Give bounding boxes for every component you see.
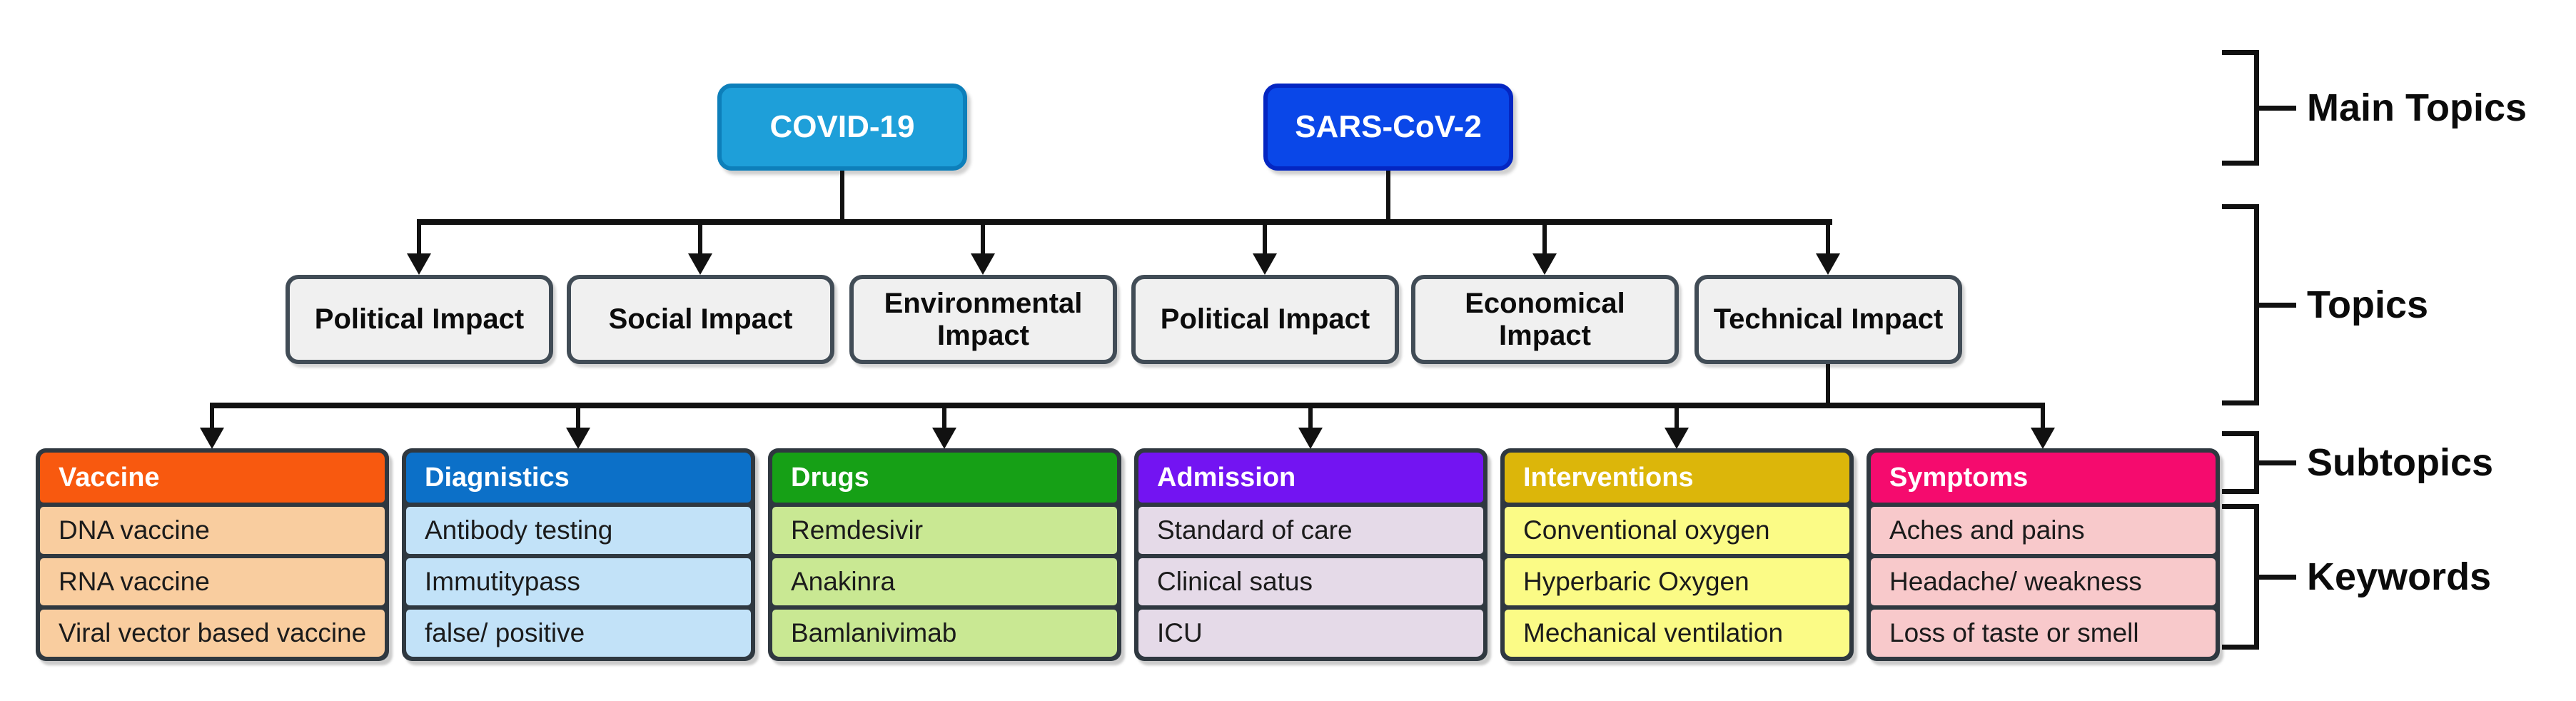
- keyword-cell: false/ positive: [406, 610, 751, 657]
- connector-topic-stem: [1542, 219, 1547, 256]
- connector-subtopic-stem: [1675, 403, 1679, 431]
- bracket-segment: [2259, 106, 2296, 111]
- arrow-down-icon: [1816, 253, 1840, 275]
- connector-subtopics-rail: [210, 403, 2045, 408]
- connector-topic-stem: [698, 219, 702, 256]
- bracket-segment: [2259, 575, 2296, 580]
- bracket-segment: [2254, 204, 2259, 405]
- bracket-segment: [2222, 50, 2256, 55]
- topic-label: Political Impact: [1160, 303, 1370, 336]
- subtopic-table-symptoms: Symptoms Aches and pains Headache/ weakn…: [1867, 448, 2220, 661]
- bracket-segment: [2254, 431, 2259, 494]
- subtopic-table-diagnistics: Diagnistics Antibody testing Immutitypas…: [402, 448, 755, 661]
- main-topic-sarscov2: SARS-CoV-2: [1263, 84, 1513, 171]
- topic-environmental-impact: Environmental Impact: [849, 275, 1117, 364]
- main-topic-covid19: COVID-19: [717, 84, 967, 171]
- bracket-segment: [2254, 50, 2259, 166]
- keyword-cell: Immutitypass: [406, 558, 751, 605]
- connector-subtopic-stem: [942, 403, 946, 431]
- bracket-segment: [2259, 460, 2296, 465]
- topic-economical-impact: Economical Impact: [1411, 275, 1679, 364]
- keyword-cell: ICU: [1138, 610, 1483, 657]
- subtopic-header: Interventions: [1505, 453, 1849, 503]
- topic-political-impact-sars: Political Impact: [1131, 275, 1399, 364]
- arrow-down-icon: [1665, 428, 1689, 449]
- keyword-cell: Anakinra: [772, 558, 1117, 605]
- bracket-segment: [2254, 504, 2259, 650]
- topic-social-impact: Social Impact: [567, 275, 834, 364]
- arrow-down-icon: [407, 253, 431, 275]
- subtopic-header: Admission: [1138, 453, 1483, 503]
- keyword-cell: Hyperbaric Oxygen: [1505, 558, 1849, 605]
- subtopic-header: Drugs: [772, 453, 1117, 503]
- keyword-cell: Headache/ weakness: [1871, 558, 2216, 605]
- topic-label: Environmental Impact: [884, 287, 1083, 351]
- keyword-cell: Conventional oxygen: [1505, 507, 1849, 554]
- connector-topics-rail: [417, 219, 1832, 225]
- bracket-segment: [2222, 504, 2256, 509]
- connector-topic-stem: [1826, 219, 1830, 256]
- bracket-segment: [2222, 489, 2256, 494]
- keyword-cell: Mechanical ventilation: [1505, 610, 1849, 657]
- arrow-down-icon: [566, 428, 590, 449]
- keyword-cell: Aches and pains: [1871, 507, 2216, 554]
- bracket-segment: [2222, 400, 2256, 405]
- connector-topic-stem: [981, 219, 985, 256]
- subtopic-table-vaccine: Vaccine DNA vaccine RNA vaccine Viral ve…: [36, 448, 389, 661]
- connector-subtopic-stem: [576, 403, 580, 431]
- main-topic-sarscov2-label: SARS-CoV-2: [1295, 109, 1482, 144]
- topic-label: Technical Impact: [1713, 303, 1944, 336]
- connector-covid19-stem: [840, 171, 844, 222]
- keyword-cell: Viral vector based vaccine: [40, 610, 385, 657]
- bracket-segment: [2222, 645, 2256, 650]
- level-label-topics: Topics: [2307, 283, 2429, 326]
- bracket-segment: [2222, 431, 2256, 436]
- subtopic-table-drugs: Drugs Remdesivir Anakinra Bamlanivimab: [768, 448, 1121, 661]
- keyword-cell: Loss of taste or smell: [1871, 610, 2216, 657]
- bracket-segment: [2222, 161, 2256, 166]
- arrow-down-icon: [200, 428, 224, 449]
- arrow-down-icon: [1253, 253, 1277, 275]
- subtopic-header: Diagnistics: [406, 453, 751, 503]
- keyword-cell: Standard of care: [1138, 507, 1483, 554]
- subtopic-header: Symptoms: [1871, 453, 2216, 503]
- subtopic-header: Vaccine: [40, 453, 385, 503]
- bracket-segment: [2222, 204, 2256, 209]
- bracket-segment: [2259, 303, 2296, 308]
- level-label-subtopics: Subtopics: [2307, 441, 2494, 484]
- keyword-cell: Remdesivir: [772, 507, 1117, 554]
- topic-label: Economical Impact: [1465, 287, 1625, 351]
- level-label-keywords: Keywords: [2307, 555, 2492, 598]
- connector-subtopic-stem: [2041, 403, 2045, 431]
- topic-technical-impact: Technical Impact: [1694, 275, 1962, 364]
- connector-sarscov2-stem: [1386, 171, 1390, 222]
- subtopic-table-admission: Admission Standard of care Clinical satu…: [1134, 448, 1487, 661]
- keyword-cell: Clinical satus: [1138, 558, 1483, 605]
- connector-topic-stem: [417, 219, 421, 256]
- arrow-down-icon: [688, 253, 712, 275]
- connector-subtopic-stem: [1308, 403, 1313, 431]
- keyword-cell: DNA vaccine: [40, 507, 385, 554]
- keyword-cell: RNA vaccine: [40, 558, 385, 605]
- connector-topic-stem: [1263, 219, 1267, 256]
- main-topic-covid19-label: COVID-19: [769, 109, 915, 144]
- arrow-down-icon: [971, 253, 995, 275]
- topic-label: Social Impact: [608, 303, 793, 336]
- connector-subtopic-stem: [210, 403, 214, 431]
- keyword-cell: Bamlanivimab: [772, 610, 1117, 657]
- topic-label: Political Impact: [314, 303, 525, 336]
- keyword-cell: Antibody testing: [406, 507, 751, 554]
- subtopic-table-interventions: Interventions Conventional oxygen Hyperb…: [1500, 448, 1854, 661]
- arrow-down-icon: [2031, 428, 2055, 449]
- arrow-down-icon: [932, 428, 956, 449]
- connector-technical-stem: [1826, 364, 1830, 408]
- topic-political-impact-covid: Political Impact: [286, 275, 553, 364]
- level-label-main-topics: Main Topics: [2307, 86, 2527, 129]
- arrow-down-icon: [1532, 253, 1557, 275]
- arrow-down-icon: [1298, 428, 1323, 449]
